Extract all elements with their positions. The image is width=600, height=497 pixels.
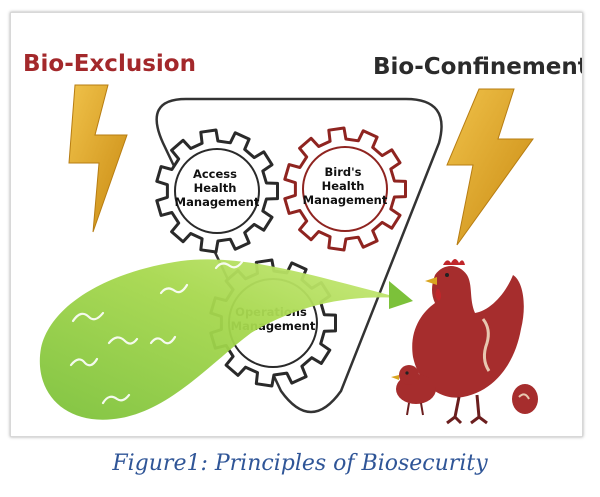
right-lightning-icon — [446, 88, 534, 246]
microbe-cone-icon — [39, 259, 413, 420]
bio-exclusion-label: Bio-Exclusion — [23, 51, 196, 77]
gear-label-2: Bird's Health Management — [303, 165, 388, 207]
gear-label-1: Access Health Management — [175, 167, 260, 209]
chick-icon — [391, 365, 436, 416]
egg-icon — [512, 384, 538, 414]
gear-inner-ring — [174, 148, 260, 234]
hen-icon — [412, 259, 524, 425]
access-health-management-gear — [155, 128, 279, 254]
gear-inner-ring — [302, 146, 388, 232]
birds-health-management-gear — [283, 126, 407, 252]
biosecurity-diagram: Bio-Exclusion Bio-Confinement Access Hea… — [23, 51, 582, 425]
gear-enclosure — [155, 97, 443, 414]
bio-confinement-label: Bio-Confinement — [373, 54, 582, 80]
left-lightning-icon — [68, 84, 128, 233]
figure-panel: Bio-Exclusion Bio-Confinement Access Hea… — [10, 12, 583, 437]
figure-caption: Figure1: Principles of Biosecurity — [112, 451, 488, 476]
